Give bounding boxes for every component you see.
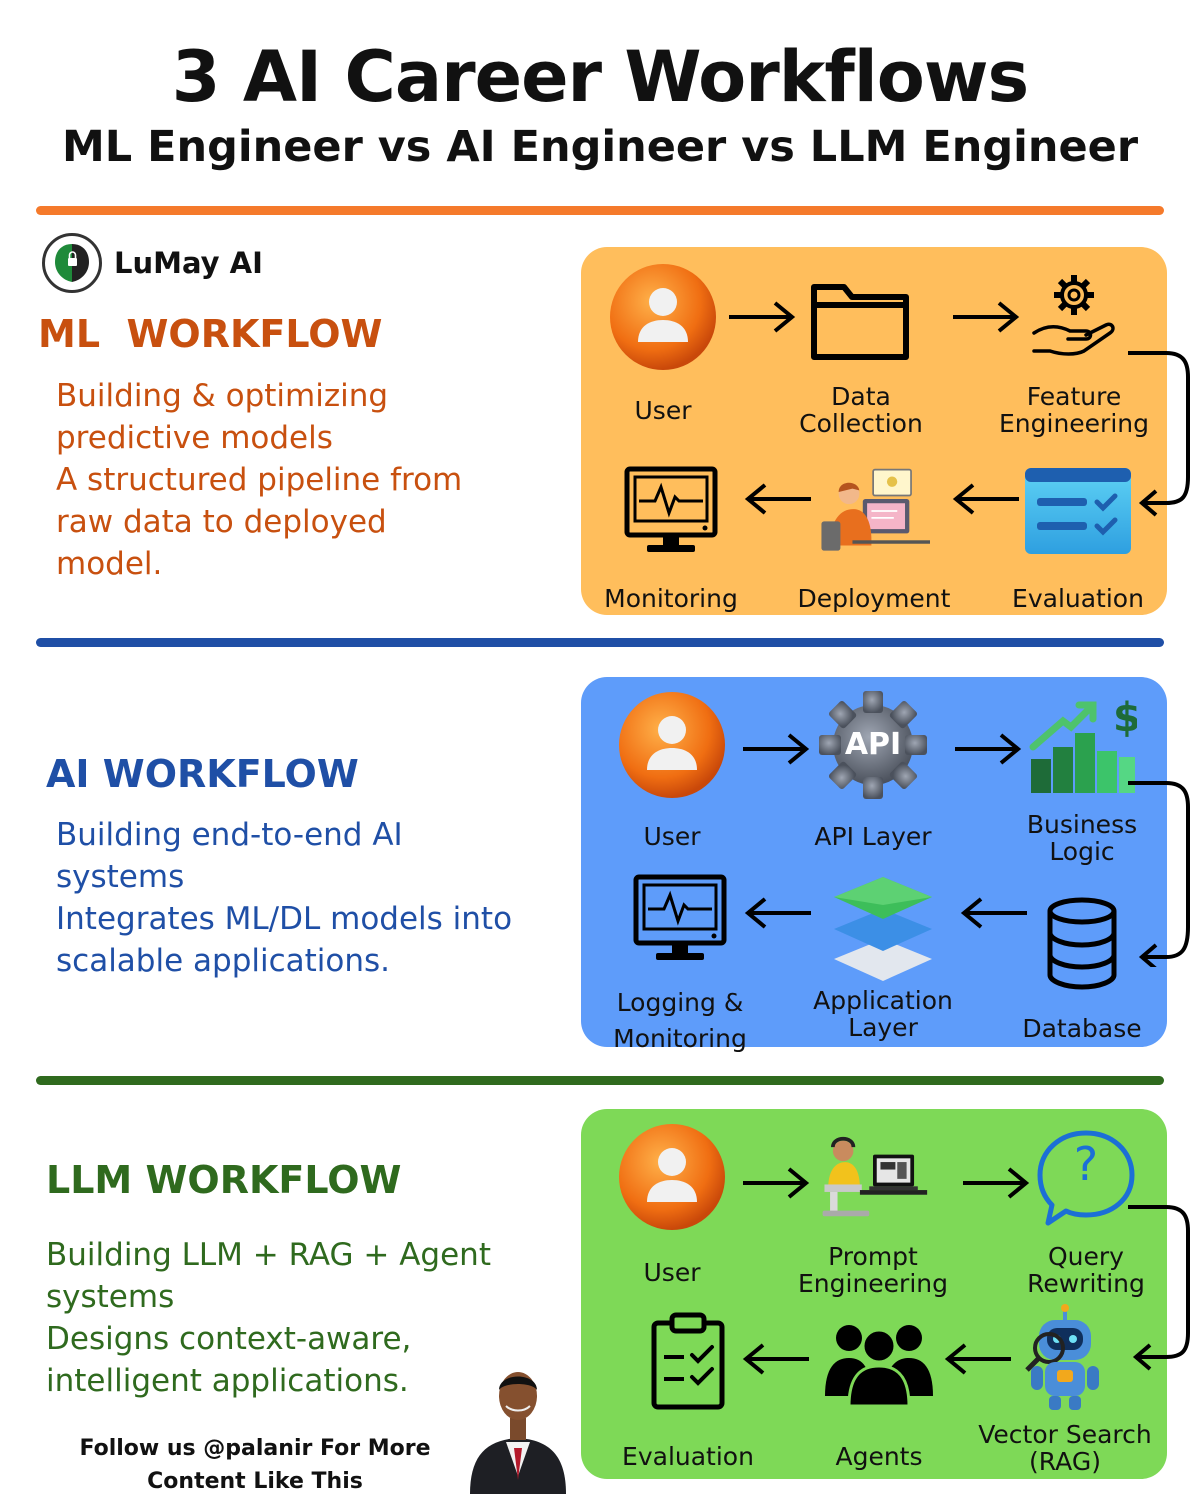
llm-panel: User Prompt Engineering bbox=[581, 1109, 1190, 1479]
page-subtitle: ML Engineer vs AI Engineer vs LLM Engine… bbox=[61, 122, 1139, 172]
user-avatar-icon bbox=[616, 1121, 728, 1233]
database-icon bbox=[1026, 887, 1138, 999]
monitor-pulse-icon bbox=[615, 455, 727, 567]
llm-arrow-turn bbox=[1128, 1205, 1190, 1371]
ml-step-evaluation: Evaluation bbox=[978, 455, 1178, 612]
ai-step-application-layer: Application Layer bbox=[783, 863, 983, 1041]
user-avatar-icon bbox=[616, 689, 728, 801]
ai-arrow-2 bbox=[955, 733, 1022, 765]
llm-step-query-rewriting: ? Query Rewriting bbox=[986, 1121, 1186, 1297]
llm-step-vector-search: Vector Search (RAG) bbox=[965, 1299, 1165, 1475]
ai-panel: User API API Layer bbox=[581, 677, 1190, 1053]
people-group-icon bbox=[823, 1305, 935, 1417]
ml-arrow-4 bbox=[744, 483, 811, 515]
ml-arrow-turn bbox=[1128, 351, 1190, 517]
ai-arrow-4 bbox=[744, 897, 811, 929]
llm-divider bbox=[36, 1076, 1164, 1085]
ml-step-deployment: Deployment bbox=[774, 455, 974, 612]
ai-step-business-logic: $ Business Logic bbox=[982, 689, 1182, 865]
llm-description: Building LLM + RAG + Agent systems Desig… bbox=[46, 1237, 491, 1399]
api-badge-text: API bbox=[844, 727, 902, 762]
presenter-photo bbox=[466, 1356, 570, 1494]
ai-description: Building end-to-end AI systems Integrate… bbox=[56, 817, 513, 979]
ml-step-data-collection: Data Collection bbox=[761, 261, 961, 437]
llm-step-user: User bbox=[572, 1121, 772, 1286]
ml-arrow-3 bbox=[952, 483, 1019, 515]
ai-step-database: Database bbox=[982, 887, 1182, 1042]
page-title: 3 AI Career Workflows bbox=[171, 36, 1029, 118]
brand-logo-icon bbox=[42, 233, 102, 293]
ai-step-user: User bbox=[572, 689, 772, 850]
ml-divider bbox=[36, 206, 1164, 215]
question-mark-text: ? bbox=[1073, 1137, 1099, 1191]
llm-step-evaluation: Evaluation bbox=[588, 1305, 788, 1470]
ai-arrow-1 bbox=[743, 733, 810, 765]
ml-description: Building & optimizing predictive models … bbox=[56, 378, 463, 582]
llm-step-agents: Agents bbox=[779, 1305, 979, 1470]
footer-follow: Follow us @palanir For More Content Like… bbox=[79, 1436, 431, 1494]
ml-panel: User Data Collection bbox=[581, 247, 1190, 615]
monitor-pulse-icon bbox=[624, 863, 736, 975]
ml-arrow-1 bbox=[729, 301, 796, 333]
ai-heading: AI WORKFLOW bbox=[46, 752, 359, 796]
brand: LuMay AI bbox=[42, 230, 263, 296]
clipboard-check-icon bbox=[632, 1305, 744, 1417]
api-gear-icon: API bbox=[817, 689, 929, 801]
operator-at-computer-icon bbox=[817, 1121, 929, 1233]
layers-icon bbox=[827, 863, 939, 987]
svg-text:$: $ bbox=[1113, 695, 1137, 741]
ai-divider bbox=[36, 638, 1164, 647]
ml-step-monitoring: Monitoring bbox=[571, 455, 771, 612]
ml-heading: ML WORKFLOW bbox=[38, 312, 383, 356]
ai-arrow-3 bbox=[960, 897, 1027, 929]
checklist-window-icon bbox=[1022, 455, 1134, 567]
ml-step-user: User bbox=[563, 261, 763, 424]
folder-icon bbox=[805, 261, 917, 373]
search-robot-icon bbox=[1009, 1299, 1121, 1419]
llm-arrow-1 bbox=[743, 1167, 810, 1199]
gear-hand-icon bbox=[1018, 261, 1130, 373]
ai-step-logging-monitoring: Logging & Monitoring bbox=[580, 863, 780, 1057]
ai-step-api-layer: API API Layer bbox=[773, 689, 973, 850]
ml-arrow-2 bbox=[953, 301, 1020, 333]
user-avatar-icon bbox=[607, 261, 719, 373]
question-bubble-icon: ? bbox=[1030, 1121, 1142, 1233]
ml-step-feature-engineering: Feature Engineering bbox=[974, 261, 1174, 437]
llm-heading: LLM WORKFLOW bbox=[46, 1158, 402, 1202]
brand-name: LuMay AI bbox=[114, 246, 263, 280]
developer-at-desk-icon bbox=[818, 455, 930, 567]
llm-arrow-3 bbox=[944, 1343, 1011, 1375]
ai-arrow-turn bbox=[1128, 781, 1190, 967]
llm-arrow-4 bbox=[742, 1343, 809, 1375]
llm-arrow-2 bbox=[963, 1167, 1030, 1199]
llm-step-prompt-engineering: Prompt Engineering bbox=[773, 1121, 973, 1297]
growth-chart-icon: $ bbox=[1026, 689, 1138, 801]
